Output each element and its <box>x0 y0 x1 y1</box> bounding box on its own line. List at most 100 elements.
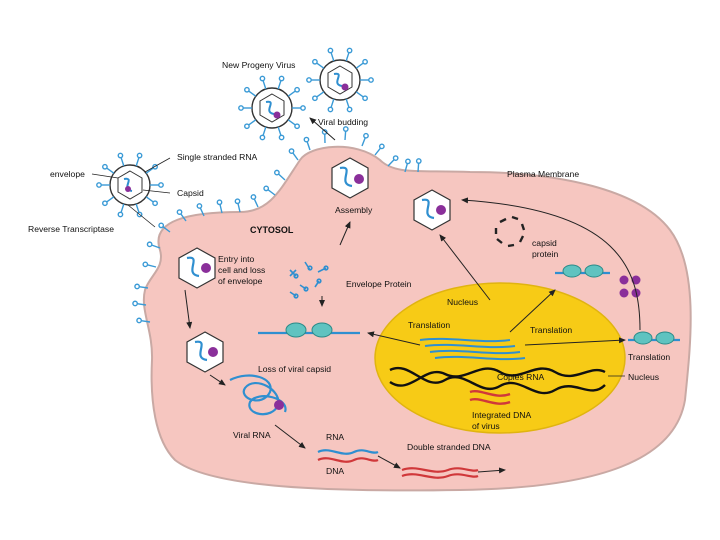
spike <box>136 303 147 306</box>
spike-tip <box>259 134 266 141</box>
spike <box>262 126 267 136</box>
label-integrated-dna-1: Integrated DNA <box>472 410 532 420</box>
free-virus-spikes <box>96 152 164 218</box>
spike-tip <box>294 123 300 130</box>
progeny-spikes <box>238 47 374 141</box>
label-envelope: envelope <box>50 169 85 179</box>
spike-tip <box>368 77 374 83</box>
spike <box>145 167 154 174</box>
spike-tip <box>117 211 124 218</box>
spike-tip <box>250 194 257 200</box>
spike <box>151 244 161 249</box>
ribosome-upper <box>555 264 610 278</box>
spike <box>219 204 223 214</box>
entry-virus <box>178 247 216 289</box>
label-viral-budding: Viral budding <box>318 117 368 127</box>
spike <box>306 141 311 151</box>
spike-tip <box>278 134 285 141</box>
spike <box>287 90 296 97</box>
spike <box>316 62 325 69</box>
spike <box>361 137 366 147</box>
spike-tip <box>176 209 183 216</box>
spike-tip <box>196 203 203 209</box>
spike-tip <box>415 158 422 164</box>
label-capsid-protein-1: capsid <box>532 238 557 248</box>
spike <box>248 90 257 97</box>
free-virus <box>109 164 151 206</box>
spike-tip <box>392 155 399 162</box>
ribosome-left <box>258 322 360 338</box>
spike <box>417 162 420 173</box>
spike <box>387 159 395 167</box>
spike-tip <box>136 152 143 159</box>
spike <box>106 196 115 203</box>
spike-tip <box>216 199 223 206</box>
label-entry-2: cell and loss <box>218 265 265 275</box>
spike-tip <box>234 198 241 205</box>
label-reverse-transcriptase: Reverse Transcriptase <box>28 224 114 234</box>
spike <box>355 91 364 98</box>
spike <box>135 157 140 167</box>
spike-tip <box>405 158 411 165</box>
spike <box>355 62 364 69</box>
spike-tip <box>134 283 141 290</box>
leader-lines <box>91 157 625 377</box>
envelope-proteins <box>289 261 329 299</box>
spike <box>277 126 282 136</box>
spike <box>267 189 276 196</box>
spike <box>330 52 335 62</box>
label-capsid: Capsid <box>177 188 204 198</box>
spike-tip <box>158 182 164 188</box>
assembly-virus-2 <box>413 189 451 231</box>
rna-copies <box>419 337 526 361</box>
spike-tip <box>362 95 368 102</box>
label-double-stranded-dna: Double stranded DNA <box>407 442 491 452</box>
spike <box>253 198 259 208</box>
label-envelope-protein: Envelope Protein <box>346 279 412 289</box>
spike-tip <box>363 132 369 139</box>
spike <box>345 52 350 62</box>
spike-tip <box>238 105 244 111</box>
label-dna: DNA <box>326 466 344 476</box>
spike <box>277 173 286 181</box>
spike <box>106 167 115 174</box>
spike <box>138 286 149 289</box>
label-translation-right: Translation <box>628 352 670 362</box>
progeny-virus-2 <box>251 87 293 129</box>
spike <box>237 203 241 213</box>
membrane-spikes <box>132 126 422 324</box>
spike-tip <box>142 261 149 268</box>
spike <box>404 163 409 173</box>
spike <box>292 152 299 161</box>
spike <box>140 320 151 323</box>
spike <box>316 91 325 98</box>
spike-tip <box>378 143 385 150</box>
uncoating-virus <box>186 331 224 373</box>
spike <box>277 80 282 90</box>
spike-tip <box>300 105 306 111</box>
spike-tip <box>263 185 270 192</box>
label-nucleus-upper: Nucleus <box>447 297 478 307</box>
label-entry-1: Entry into <box>218 254 255 264</box>
label-plasma-membrane: Plasma Membrane <box>507 169 579 179</box>
spike <box>345 98 350 108</box>
spike-tip <box>146 241 153 248</box>
spike-tip <box>96 182 102 188</box>
spike-tip <box>294 86 300 93</box>
spike <box>147 264 157 268</box>
spike <box>374 147 382 156</box>
spike-tip <box>278 75 285 82</box>
rna-dna-pair <box>317 449 379 463</box>
spike-tip <box>303 136 310 143</box>
spike-tip <box>117 152 124 159</box>
spike-tip <box>312 58 318 65</box>
spike-tip <box>346 106 353 113</box>
spike-tip <box>102 200 108 207</box>
spike-tip <box>346 47 353 54</box>
spike-tip <box>132 300 139 307</box>
label-rna: RNA <box>326 432 344 442</box>
label-entry-3: of envelope <box>218 276 263 286</box>
double-stranded-dna <box>401 467 479 479</box>
